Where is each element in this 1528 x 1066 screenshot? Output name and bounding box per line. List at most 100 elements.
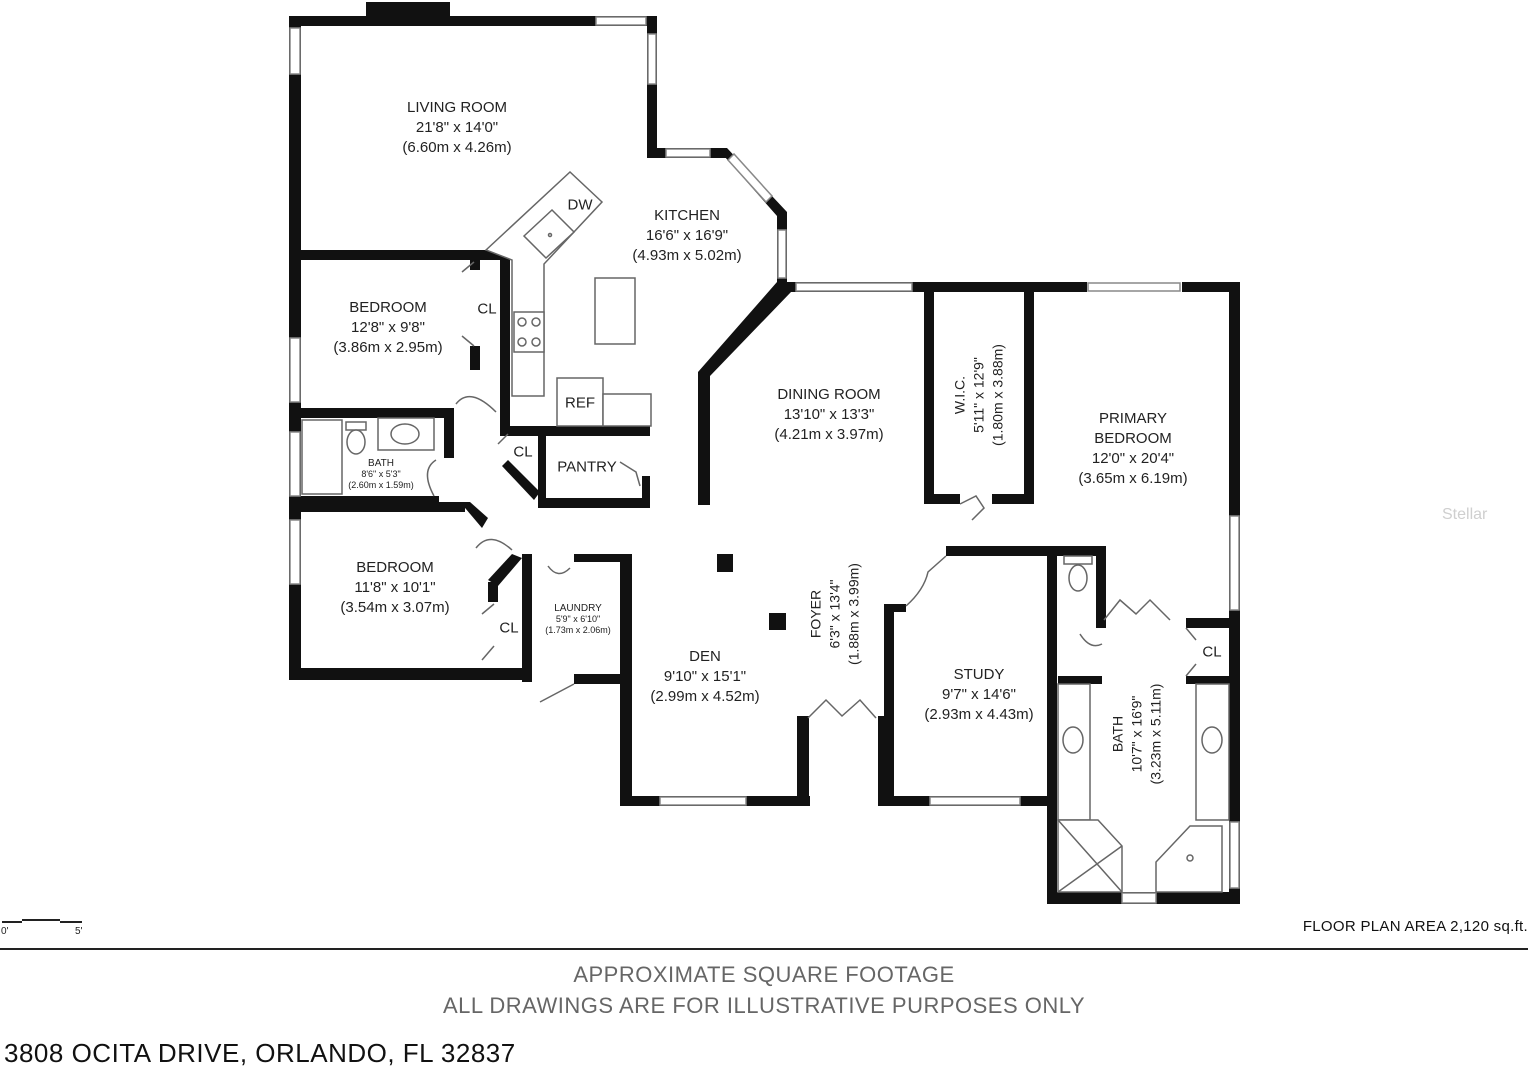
room-metric: (3.23m x 5.11m) bbox=[1147, 683, 1164, 785]
window bbox=[595, 16, 647, 26]
fireplace bbox=[366, 2, 450, 26]
window bbox=[289, 27, 301, 75]
label-living-room: LIVING ROOM 21'8" x 14'0" (6.60m x 4.26m… bbox=[402, 98, 511, 158]
label-den: DEN 9'10" x 15'1" (2.99m x 4.52m) bbox=[650, 647, 759, 707]
room-dimensions: 11'8" x 10'1" bbox=[354, 579, 436, 596]
label-foyer: FOYER 6'3" x 13'4" (1.88m x 3.99m) bbox=[807, 563, 864, 665]
door-swing bbox=[1185, 627, 1197, 677]
wall-study-door bbox=[884, 604, 906, 612]
toilet-bowl bbox=[346, 429, 366, 455]
room-dimensions: 16'6" x 16'9" bbox=[645, 227, 729, 244]
label-bath-small: BATH 8'6" x 5'3" (2.60m x 1.59m) bbox=[348, 458, 414, 491]
bathtub bbox=[301, 419, 343, 495]
illustrative-note: ALL DRAWINGS ARE FOR ILLUSTRATIVE PURPOS… bbox=[442, 993, 1086, 1018]
window bbox=[289, 431, 301, 497]
window bbox=[1229, 515, 1240, 611]
wall-den-right bbox=[797, 716, 809, 806]
room-dimensions: 9'10" x 15'1" bbox=[663, 668, 747, 685]
footer-divider bbox=[0, 948, 1528, 950]
room-name: DEN bbox=[689, 648, 721, 665]
room-metric: (2.93m x 4.43m) bbox=[924, 706, 1034, 723]
door-swing bbox=[547, 565, 571, 575]
wall-pantry-top bbox=[500, 426, 650, 436]
wall-laundry-bottom bbox=[574, 674, 632, 684]
room-metric: (3.65m x 6.19m) bbox=[1078, 470, 1188, 487]
room-name: LAUNDRY bbox=[554, 603, 602, 614]
room-metric: (1.88m x 3.99m) bbox=[845, 563, 862, 665]
room-name: STUDY bbox=[953, 666, 1005, 683]
wall-bath-bottom-small bbox=[289, 496, 439, 504]
room-name: FOYER bbox=[807, 589, 824, 639]
wall-wic-left bbox=[924, 282, 934, 504]
tag-closet-hall: CL bbox=[513, 443, 533, 461]
wall-bed2-closet-diag bbox=[488, 554, 522, 586]
wall-bath-right bbox=[444, 408, 454, 458]
tag-dishwasher: DW bbox=[567, 196, 593, 214]
door-swing bbox=[497, 433, 509, 445]
kitchen-island bbox=[594, 277, 636, 345]
wall-bed1-cl-b bbox=[470, 346, 480, 370]
wall-bed1-top bbox=[289, 250, 509, 260]
room-metric: (1.73m x 2.06m) bbox=[545, 625, 611, 635]
burner bbox=[531, 337, 541, 347]
toilet-tank bbox=[345, 421, 367, 431]
wall-primary-top bbox=[1182, 282, 1240, 292]
wall-living-right bbox=[647, 16, 657, 158]
wall-laundry-top bbox=[574, 554, 632, 562]
room-name: BATH bbox=[1109, 715, 1126, 753]
wall-bed2-closet bbox=[488, 582, 498, 602]
tag-closet-bedroom-1: CL bbox=[477, 300, 497, 318]
room-metric: (4.21m x 3.97m) bbox=[774, 426, 884, 443]
approx-footage-note: APPROXIMATE SQUARE FOOTAGE bbox=[573, 962, 955, 987]
room-dimensions: 13'10" x 13'3" bbox=[783, 406, 875, 423]
tag-refrigerator: REF bbox=[565, 394, 595, 412]
sink-drain bbox=[547, 232, 553, 238]
window bbox=[795, 282, 913, 292]
window bbox=[665, 148, 711, 158]
wall-pantry-right bbox=[642, 476, 650, 506]
room-name: KITCHEN bbox=[654, 207, 720, 224]
column-1 bbox=[717, 554, 733, 572]
room-dimensions: 5'11" x 12'9" bbox=[970, 357, 987, 433]
wall-bath-inner bbox=[1058, 676, 1102, 684]
window bbox=[1087, 282, 1181, 292]
wall-kitchen-left bbox=[500, 250, 510, 426]
room-dimensions: 21'8" x 14'0" bbox=[415, 119, 499, 136]
toilet-bowl bbox=[1068, 564, 1088, 592]
wall-pantry-left bbox=[538, 426, 546, 506]
column-2 bbox=[769, 613, 786, 630]
sink-basin bbox=[390, 423, 420, 445]
wall-wic-right bbox=[1024, 282, 1034, 504]
door-swing bbox=[959, 495, 985, 521]
door-swing bbox=[481, 603, 495, 661]
label-study: STUDY 9'7" x 14'6" (2.93m x 4.43m) bbox=[924, 665, 1033, 725]
window bbox=[289, 519, 301, 585]
room-name: BEDROOM bbox=[356, 559, 434, 576]
window bbox=[1121, 892, 1157, 904]
label-kitchen: KITCHEN 16'6" x 16'9" (4.93m x 5.02m) bbox=[632, 206, 741, 266]
wall-foyer-right bbox=[878, 716, 888, 806]
room-metric: (4.93m x 5.02m) bbox=[632, 247, 742, 264]
label-primary-bath: BATH 10'7" x 16'9" (3.23m x 5.11m) bbox=[1109, 684, 1166, 785]
room-dimensions: 10'7" x 16'9" bbox=[1128, 695, 1145, 773]
scale-start-label: 0' bbox=[1, 926, 9, 937]
burner bbox=[517, 317, 527, 327]
wall-study-top bbox=[946, 546, 1106, 556]
wall-wc bbox=[1096, 546, 1106, 628]
counter-right bbox=[602, 393, 652, 427]
room-dimensions: 6'3" x 13'4" bbox=[826, 579, 843, 649]
room-dimensions: 5'9" x 6'10" bbox=[555, 614, 601, 624]
watermark: Stellar bbox=[1442, 506, 1488, 523]
refrigerator bbox=[556, 377, 604, 427]
door-swing bbox=[461, 261, 475, 347]
tag-closet-bedroom-2: CL bbox=[499, 619, 519, 637]
door-swing bbox=[475, 538, 513, 551]
room-metric: (2.60m x 1.59m) bbox=[348, 480, 414, 490]
door-swing-double bbox=[1103, 598, 1171, 621]
wall-wic-bottom-a bbox=[924, 494, 960, 504]
window bbox=[1229, 821, 1240, 889]
room-name: PRIMARY bbox=[1098, 410, 1168, 427]
wall-bath-top bbox=[289, 408, 447, 418]
